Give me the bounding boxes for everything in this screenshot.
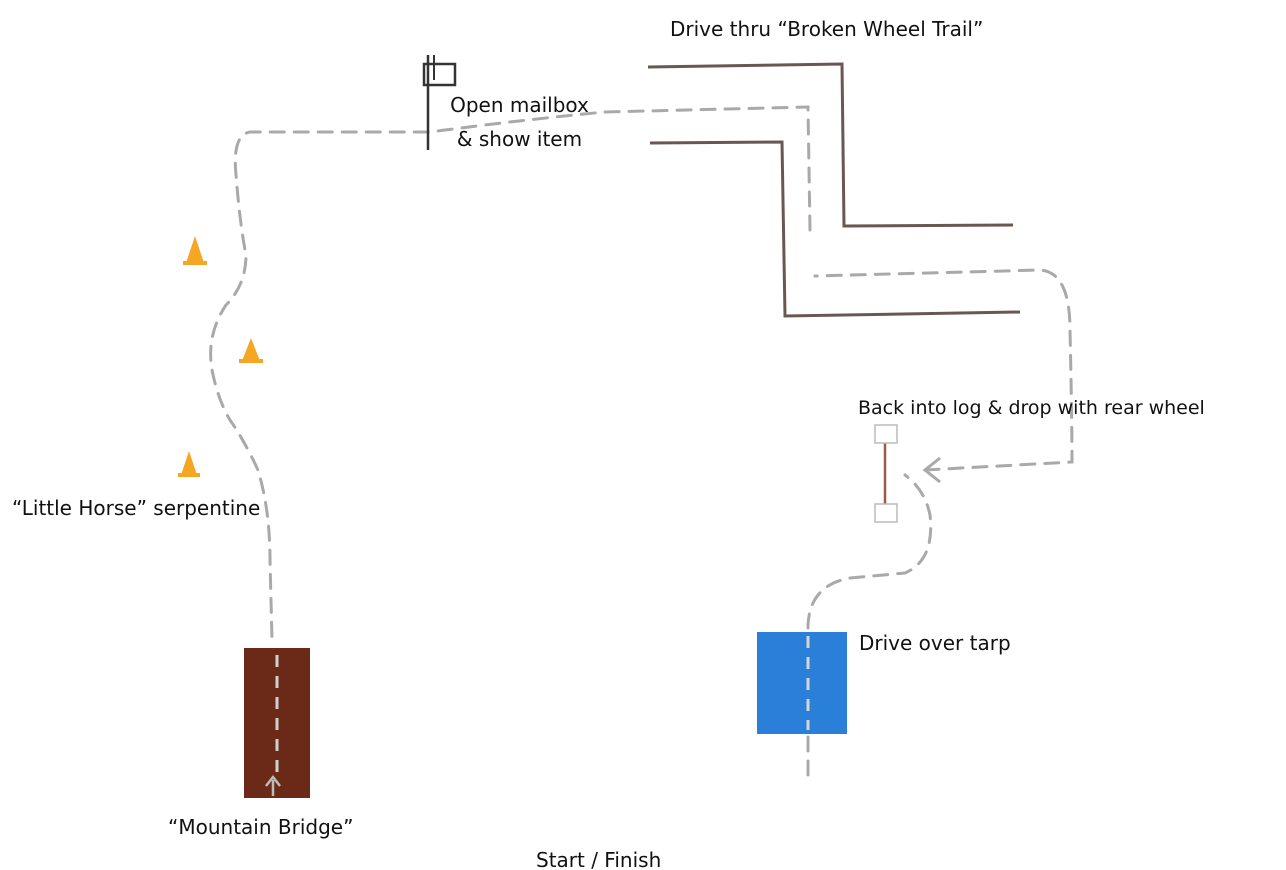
traffic-cone-icon [183, 236, 207, 265]
traffic-cone-icon [178, 451, 200, 477]
broken-wheel-trail-label: Drive thru “Broken Wheel Trail” [670, 17, 984, 41]
mailbox-label-line1: Open mailbox [450, 93, 589, 117]
start-finish-label: Start / Finish [536, 848, 662, 870]
serpentine-label: “Little Horse” serpentine [12, 496, 261, 520]
tarp-label: Drive over tarp [859, 631, 1011, 655]
log-obstacle [874, 424, 898, 523]
tarp-obstacle [757, 632, 847, 734]
trail-outer-wall [647, 62, 1014, 228]
course-path [209, 105, 1074, 792]
mountain-bridge-label: “Mountain Bridge” [168, 815, 354, 839]
arrow-icon [265, 774, 281, 796]
mailbox-icon [422, 55, 457, 150]
back-into-log-label: Back into log & drop with rear wheel [858, 397, 1205, 419]
trail-inner-wall [649, 140, 1021, 318]
traffic-cone-icon [239, 338, 263, 363]
arrow-icon [922, 456, 941, 484]
mailbox-label-line2: & show item [456, 127, 583, 151]
